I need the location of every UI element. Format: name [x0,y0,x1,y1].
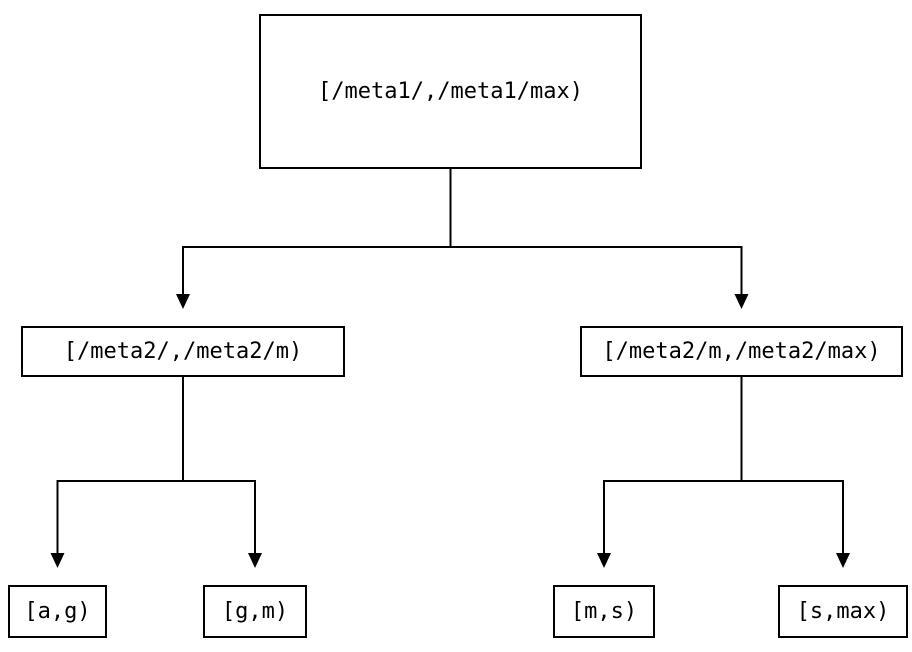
arrowhead-to-left-child [176,294,190,309]
tree-node-leaf-2: [g,m) [203,585,307,638]
arrowhead-to-right-child [734,294,749,309]
tree-node-leaf-1-label: [a,g) [24,598,91,624]
tree-node-leaf-2-label: [g,m) [221,598,289,624]
tree-node-leaf-1: [a,g) [8,585,107,638]
tree-node-level2-right: [/meta2/m,/meta2/max) [580,326,903,377]
tree-node-root-label: [/meta1/,/meta1/max) [318,78,583,104]
tree-node-leaf-3-label: [m,s) [570,598,638,624]
arrowhead-to-leaf-4 [836,553,850,568]
tree-node-leaf-4: [s,max) [778,585,908,638]
connector-left-to-leaves [56,377,256,555]
arrowhead-to-leaf-2 [248,553,262,568]
arrowhead-to-leaf-3 [597,553,611,568]
tree-node-level2-left-label: [/meta2/,/meta2/m) [63,338,303,364]
tree-node-leaf-3: [m,s) [553,585,655,638]
tree-node-leaf-4-label: [s,max) [796,598,890,624]
tree-node-root: [/meta1/,/meta1/max) [259,14,642,169]
connector-root-to-children [182,169,743,296]
arrowhead-to-leaf-1 [50,553,65,568]
tree-node-level2-left: [/meta2/,/meta2/m) [21,326,345,377]
connector-right-to-leaves [603,377,844,555]
tree-node-level2-right-label: [/meta2/m,/meta2/max) [602,338,881,364]
